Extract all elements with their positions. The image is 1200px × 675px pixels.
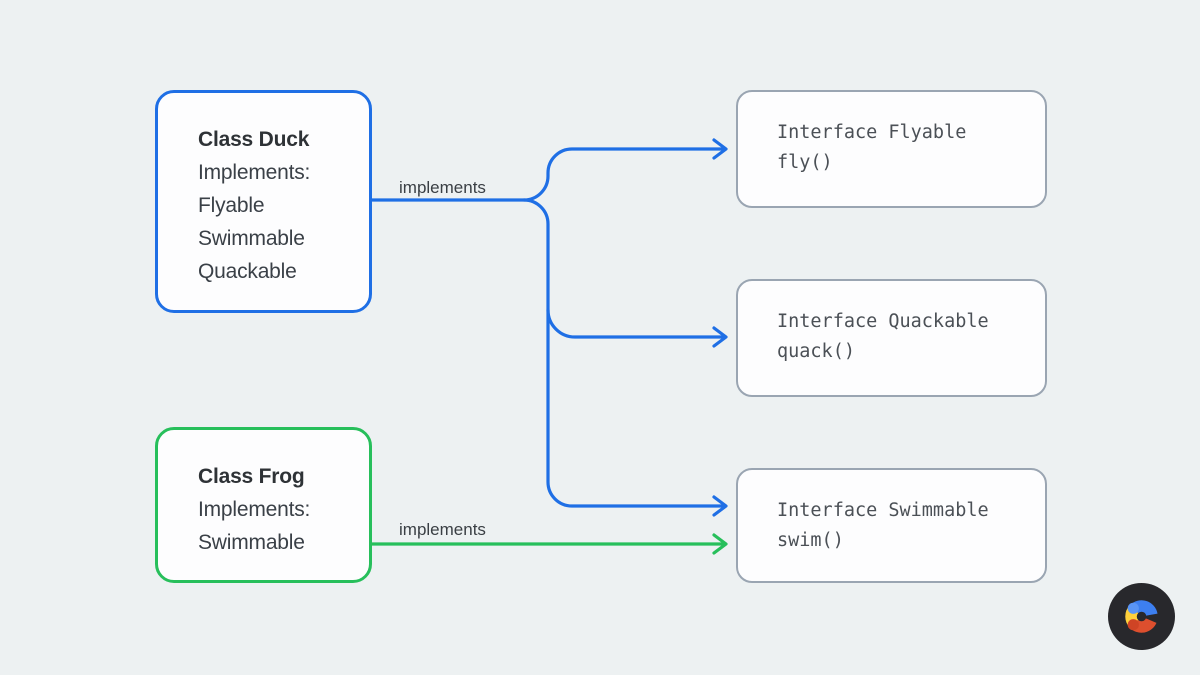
edge-label-frog-implements: implements — [399, 520, 486, 539]
arrowhead-quackable-icon — [712, 326, 728, 348]
class-duck-title: Class Duck — [198, 128, 310, 151]
class-duck-line-swimmable: Swimmable — [198, 227, 305, 250]
edge-duck-to-quackable — [546, 308, 724, 339]
class-frog-title: Class Frog — [198, 465, 305, 488]
class-duck-line-implements: Implements: — [198, 161, 311, 184]
interface-quackable-box: Interface Quackable quack() — [736, 279, 1047, 397]
class-frog-line-swimmable: Swimmable — [198, 531, 305, 554]
arrowhead-swimmable-blue-icon — [712, 495, 728, 517]
class-frog-line-implements: Implements: — [198, 498, 311, 521]
edge-duck-to-swimmable — [522, 198, 724, 508]
logo-dot-blue-icon — [1127, 602, 1139, 614]
interface-quackable-method: quack() — [777, 341, 855, 362]
class-duck-box: Class Duck Implements: Flyable Swimmable… — [155, 90, 372, 313]
logo-background-circle — [1108, 583, 1175, 650]
interface-flyable-box: Interface Flyable fly() — [736, 90, 1047, 208]
interface-swimmable-name: Interface Swimmable — [777, 500, 989, 521]
arrowhead-flyable-icon — [712, 138, 728, 160]
arrowhead-swimmable-green-icon — [712, 533, 728, 555]
interface-flyable-method: fly() — [777, 152, 833, 173]
interface-quackable-name: Interface Quackable — [777, 311, 989, 332]
edge-label-duck-implements: implements — [399, 178, 486, 197]
class-duck-line-quackable: Quackable — [198, 260, 297, 283]
interface-swimmable-box: Interface Swimmable swim() — [736, 468, 1047, 583]
class-duck-line-flyable: Flyable — [198, 194, 265, 217]
logo-dot-red-icon — [1127, 619, 1139, 631]
edge-duck-to-flyable — [370, 147, 724, 202]
class-frog-box: Class Frog Implements: Swimmable — [155, 427, 372, 583]
interface-flyable-name: Interface Flyable — [777, 122, 967, 143]
brand-logo — [1107, 582, 1176, 651]
interface-swimmable-method: swim() — [777, 530, 844, 551]
